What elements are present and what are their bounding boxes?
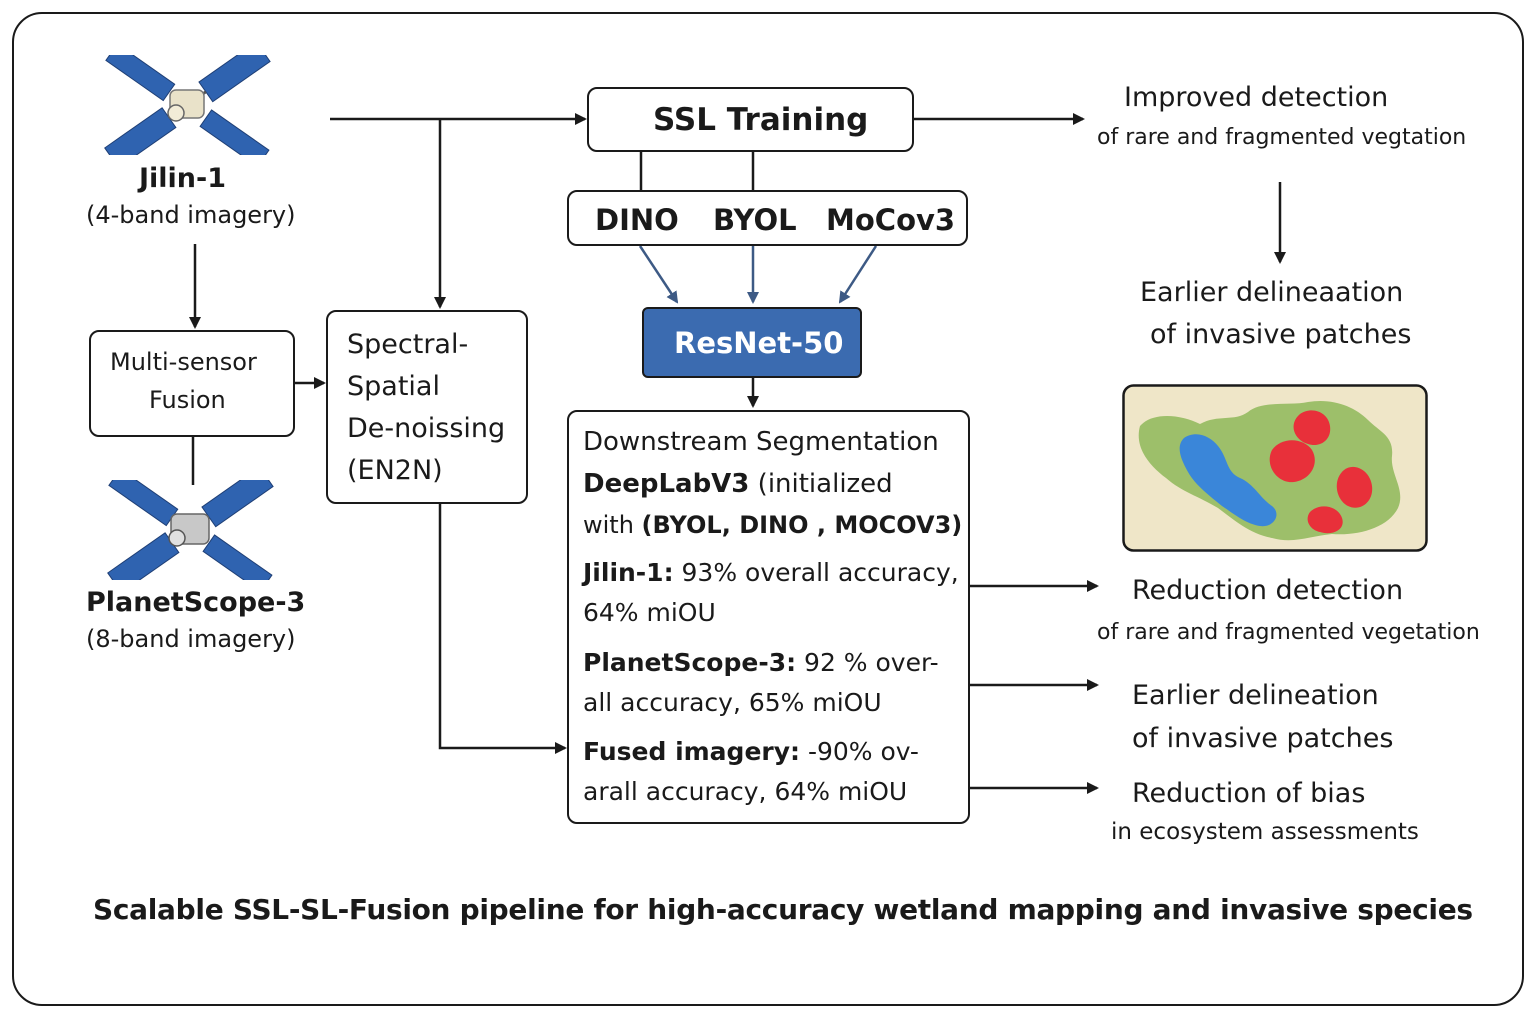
resnet-box: ResNet-50 [642, 307, 862, 378]
outcome1-title: Improved detection [1124, 82, 1389, 113]
jilin-name: Jilin-1 [139, 163, 227, 194]
planet-result-line1: PlanetScope-3: 92 % over- [583, 648, 939, 677]
outcome4-sub: of invasive patches [1132, 723, 1394, 754]
with-prefix: with [583, 511, 642, 539]
ssl-methods-box: DINO BYOL MoCov3 [567, 190, 968, 246]
downstream-box: Downstream Segmentation DeepLabV3 (initi… [567, 410, 970, 824]
downstream-title: Downstream Segmentation [583, 427, 939, 457]
denoise-box: Spectral- Spatial De-noissing (EN2N) [326, 310, 528, 504]
fusion-line2: Fusion [149, 386, 226, 414]
outcome3-sub: of rare and fragmented vegetation [1097, 620, 1480, 645]
outcome5-title: Reduction of bias [1132, 778, 1366, 809]
arrow-mocov3-to-resnet [838, 245, 878, 304]
outcome4-title: Earlier delineation [1132, 680, 1379, 711]
denoise-line1: Spectral- [347, 329, 469, 360]
outcome2-title: Earlier delineaation [1140, 277, 1404, 308]
diagram-caption: Scalable SSL-SL-Fusion pipeline for high… [93, 893, 1473, 926]
downstream-model-line: DeepLabV3 (initialized [583, 471, 893, 497]
denoise-line2: Spatial [347, 371, 440, 402]
method-dino: DINO [595, 203, 679, 237]
outcome2-sub: of invasive patches [1150, 319, 1412, 350]
ssl-training-title: SSL Training [653, 102, 869, 138]
fusion-line1: Multi-sensor [110, 348, 257, 376]
planet-result-label: PlanetScope-3: [583, 648, 797, 677]
model-init: (initialized [749, 469, 893, 499]
planetscope-name: PlanetScope-3 [86, 587, 306, 618]
fused-result-line2: arall accuracy, 64% miOU [583, 777, 908, 806]
fusion-box: Multi-sensor Fusion [89, 330, 295, 437]
model-name: DeepLabV3 [583, 469, 750, 499]
with-models: (BYOL, DINO , MOCOV3) [641, 511, 963, 539]
ssl-training-box: SSL Training [587, 87, 914, 152]
outcome1-sub: of rare and fragmented vegtation [1097, 125, 1467, 150]
denoise-line4: (EN2N) [347, 455, 443, 486]
jilin-result-line1: Jilin-1: 93% overall accuracy, [583, 558, 959, 587]
downstream-with-line: with (BYOL, DINO , MOCOV3) [583, 513, 962, 537]
planetscope-desc: (8-band imagery) [86, 625, 296, 653]
wetland-map-illustration [1122, 384, 1428, 552]
resnet-label: ResNet-50 [674, 326, 844, 360]
method-byol: BYOL [713, 203, 797, 237]
diagram-frame [12, 12, 1524, 1006]
fused-result-label: Fused imagery: [583, 737, 801, 766]
method-mocov3: MoCov3 [826, 203, 956, 237]
satellite-icon-jilin [104, 55, 271, 155]
jilin-result-line2: 64% miOU [583, 598, 716, 627]
outcome3-title: Reduction detection [1132, 575, 1404, 606]
planet-result-line2: all accuracy, 65% miOU [583, 688, 882, 717]
arrow-denoise-to-downstream [438, 504, 567, 754]
arrow-dino-to-resnet [638, 245, 679, 304]
satellite-icon-planetscope [107, 480, 274, 580]
fused-result-line1: Fused imagery: -90% ov- [583, 737, 919, 766]
outcome5-sub: in ecosystem assessments [1111, 819, 1419, 845]
jilin-result-label: Jilin-1: [583, 558, 674, 587]
denoise-line3: De-noissing [347, 413, 506, 444]
jilin-desc: (4-band imagery) [86, 201, 296, 229]
